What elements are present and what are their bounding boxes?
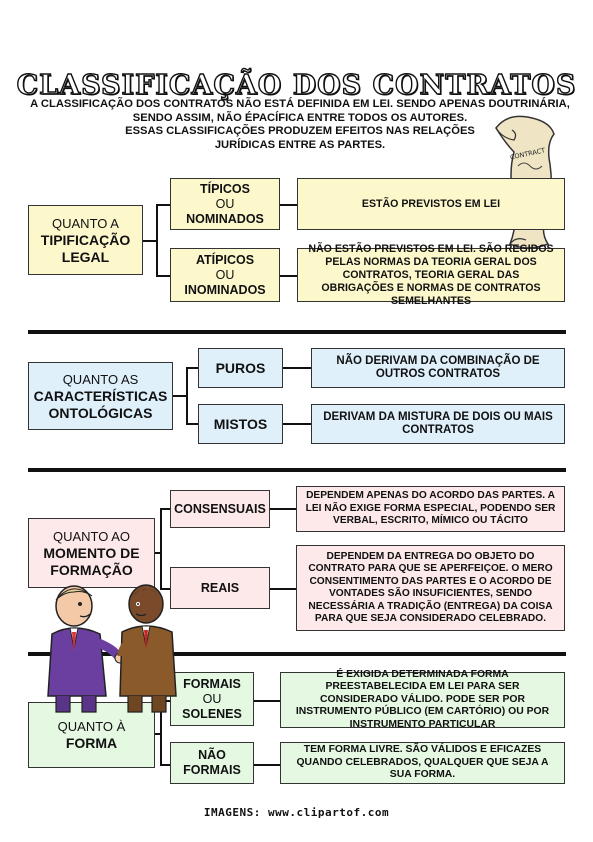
category-caracteristicas-ontologicas: QUANTO AS CARACTERÍSTICAS ONTOLÓGICAS [28,362,173,430]
subtype-label: NOMINADOS [186,211,264,226]
subtype-reais: REAIS [170,567,270,609]
connector [270,588,296,590]
category-label: CARACTERÍSTICAS [33,387,168,404]
category-tipificacao-legal: QUANTO A TIPIFICAÇÃO LEGAL [28,205,143,275]
category-forma: QUANTO À FORMA [28,702,155,768]
subtype-label: MISTOS [213,415,268,432]
description-consensuais: DEPENDEM APENAS DO ACORDO DAS PARTES. A … [296,486,565,532]
connector [254,764,280,766]
subtype-puros: PUROS [198,348,283,388]
subtype-label: SOLENES [182,706,242,721]
subtype-formais: FORMAIS OU SOLENES [170,672,254,726]
category-label: QUANTO AO [52,528,131,544]
subtype-label: TÍPICOS [199,181,250,196]
subtype-label: PUROS [215,359,266,376]
connector [283,423,311,425]
description-puros: NÃO DERIVAM DA COMBINAÇÃO DE OUTROS CONT… [311,348,565,388]
connector [160,764,170,766]
intro-text: A CLASSIFICAÇÃO DOS CONTRATOS NÃO ESTÁ D… [20,98,580,152]
category-label: QUANTO À [57,719,126,734]
category-label: FORMA [65,735,118,751]
connector [186,367,188,425]
intro-line: ESSAS CLASSIFICAÇÕES PRODUZEM EFEITOS NA… [125,125,475,137]
connector [143,240,157,242]
subtype-label: ATÍPICOS [195,252,255,267]
category-label: LEGAL [61,248,110,265]
connector [160,508,170,510]
connector [160,700,162,766]
subtype-label: OU [215,196,235,211]
subtype-label: INOMINADOS [184,282,266,297]
subtype-label: CONSENSUAIS [174,501,266,516]
category-label: QUANTO A [52,215,119,231]
business-handshake-illustration [47,584,177,713]
image-credit: IMAGENS: www.clipartof.com [203,806,390,819]
connector [280,275,297,277]
page-title: CLASSIFICAÇÃO DOS CONTRATOS [16,69,577,101]
description-reais: DEPENDEM DA ENTREGA DO OBJETO DO CONTRAT… [296,545,565,631]
description-mistos: DERIVAM DA MISTURA DE DOIS OU MAIS CONTR… [311,404,565,444]
category-label: FORMAÇÃO [50,561,133,578]
subtype-atipicos: ATÍPICOS OU INOMINADOS [170,248,280,302]
category-momento-formacao: QUANTO AO MOMENTO DE FORMAÇÃO [28,518,155,588]
subtype-label: OU [215,267,235,282]
description-tipicos: ESTÃO PREVISTOS EM LEI [297,178,565,230]
connector [156,204,158,277]
connector [254,700,280,702]
connector [186,423,198,425]
connector [155,552,161,554]
subtype-nao-formais: NÃO FORMAIS [170,742,254,784]
section-divider [28,652,566,656]
subtype-label: OU [202,691,222,706]
connector [280,204,297,206]
category-label: MOMENTO DE [43,544,140,561]
connector [283,367,311,369]
connector [186,367,198,369]
connector [156,204,170,206]
intro-line: A CLASSIFICAÇÃO DOS CONTRATOS NÃO ESTÁ D… [30,98,570,110]
subtype-label: FORMAIS [183,676,241,691]
connector [155,733,161,735]
subtype-consensuais: CONSENSUAIS [170,490,270,528]
category-label: QUANTO AS [62,371,139,387]
intro-line: JURÍDICAS ENTRE AS PARTES. [214,138,386,151]
connector [160,508,162,590]
connector [156,275,170,277]
description-formais: É EXIGIDA DETERMINADA FORMA PREESTABELEC… [280,669,565,730]
category-label: ONTOLÓGICAS [48,404,153,421]
description-atipicos: NÃO ESTÃO PREVISTOS EM LEI. SÃO REGIDOS … [297,243,565,307]
section-divider [28,330,566,334]
connector [160,588,170,590]
subtype-label: REAIS [200,580,240,595]
connector [270,508,296,510]
intro-line: SENDO ASSIM, NÃO ÉPACÍFICA ENTRE TODOS O… [132,111,468,124]
subtype-mistos: MISTOS [198,404,283,444]
subtype-label: FORMAIS [183,763,241,777]
category-label: TIPIFICAÇÃO [40,231,131,248]
connector [173,395,187,397]
subtype-tipicos: TÍPICOS OU NOMINADOS [170,178,280,230]
section-divider [28,468,566,472]
description-nao-formais: TEM FORMA LIVRE. SÃO VÁLIDOS E EFICAZES … [280,742,565,784]
subtype-label: NÃO [198,748,226,762]
